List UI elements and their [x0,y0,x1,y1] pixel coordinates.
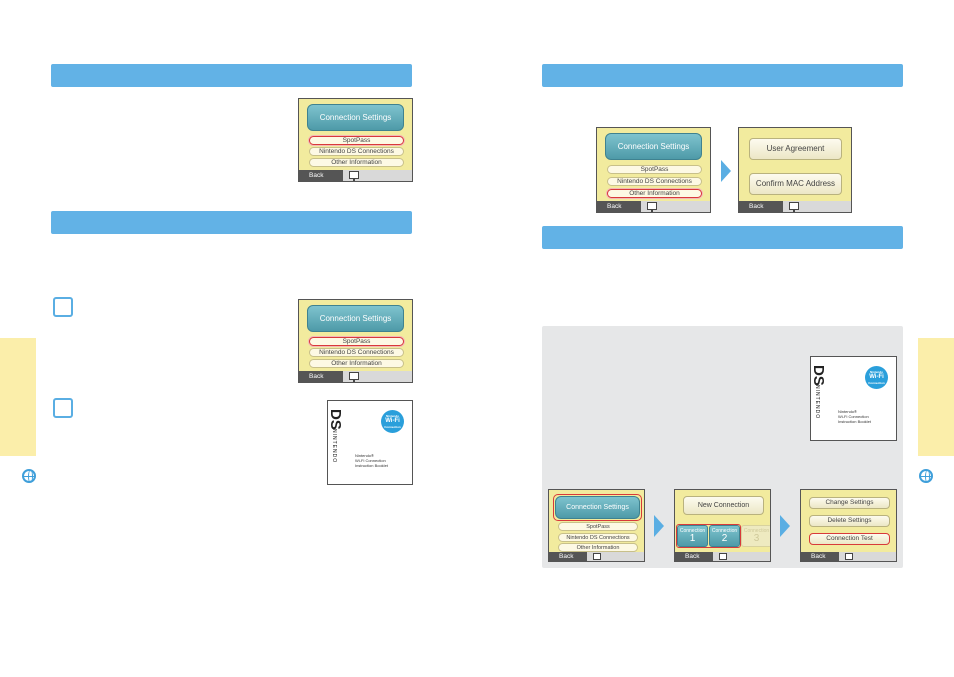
side-tab-left [0,338,36,456]
ds-screen-connection-settings-b: Connection Settings SpotPass Nintendo DS… [298,299,413,383]
screen-title: Connection Settings [555,496,640,519]
step-box-1 [53,297,73,317]
connection-test-button: Connection Test [809,533,890,545]
option-spotpass: SpotPass [309,337,404,346]
triangle-right-icon [721,160,731,182]
section-header-bar-3 [542,64,903,87]
ds-screen-connection-settings-c: Connection Settings SpotPass Nintendo DS… [596,127,711,213]
connection-2-button: Connection 2 [709,525,740,547]
device-icon [789,202,799,212]
selection-highlight [676,524,741,548]
wifi-logo: Nintendo Wi-Fi Connection [865,366,888,389]
ds-logo: DS [327,409,344,430]
back-label: Back [597,201,641,212]
globe-wrench-icon [22,469,36,483]
ds-screen-new-connection: New Connection Connection 1 Connection 2… [674,489,771,562]
ds-screen-other-information: User Agreement Confirm MAC Address Back [738,127,852,213]
new-connection-button: New Connection [683,496,764,515]
option-ds-connections: Nintendo DS Connections [309,147,404,156]
ds-screen-connection-settings-d: Connection Settings SpotPass Nintendo DS… [548,489,645,562]
option-ds-connections: Nintendo DS Connections [607,177,702,186]
option-ds-connections: Nintendo DS Connections [309,348,404,357]
back-label: Back [675,552,713,561]
nintendo-wordmark: NINTENDO [814,385,820,420]
connection-1-button: Connection 1 [677,525,708,547]
screen-title: Connection Settings [605,133,702,160]
nintendo-wordmark: NINTENDO [331,429,337,464]
booklet-text: Nintendo® Wi-Fi Connection Instruction B… [355,453,388,468]
instruction-booklet-cover-a: DS NINTENDO Nintendo Wi-Fi Connection Ni… [327,400,413,485]
instruction-booklet-cover-b: DS NINTENDO Nintendo Wi-Fi Connection Ni… [810,356,897,441]
section-header-bar-2 [51,211,412,234]
delete-settings-button: Delete Settings [809,515,890,527]
back-label: Back [299,170,343,181]
option-other-info: Other Information [607,189,702,198]
change-settings-button: Change Settings [809,497,890,509]
ds-logo: DS [810,365,827,386]
device-icon [349,372,359,382]
device-icon [647,202,657,212]
confirm-mac-button: Confirm MAC Address [749,173,842,195]
device-icon [719,553,727,560]
option-other-info: Other Information [309,359,404,368]
connection-3-button: Connection 3 [741,525,770,547]
option-other-info: Other Information [309,158,404,167]
back-label: Back [739,201,783,212]
side-tab-right [918,338,954,456]
option-other-info: Other Information [558,543,638,552]
device-icon [593,553,601,560]
ds-screen-connection-settings-a: Connection Settings SpotPass Nintendo DS… [298,98,413,182]
option-spotpass: SpotPass [558,522,638,531]
booklet-text: Nintendo® Wi-Fi Connection Instruction B… [838,409,871,424]
back-label: Back [549,552,587,561]
wifi-logo: Nintendo Wi-Fi Connection [381,410,404,433]
triangle-right-icon [654,515,664,537]
back-label: Back [299,371,343,382]
step-box-2 [53,398,73,418]
device-icon [349,171,359,181]
globe-wrench-icon [919,469,933,483]
selection-highlight [553,494,642,521]
user-agreement-button: User Agreement [749,138,842,160]
option-ds-connections: Nintendo DS Connections [558,533,638,542]
device-icon [845,553,853,560]
option-spotpass: SpotPass [607,165,702,174]
back-label: Back [801,552,839,561]
section-header-bar-1 [51,64,412,87]
screen-title: Connection Settings [307,104,404,131]
option-spotpass: SpotPass [309,136,404,145]
screen-title: Connection Settings [307,305,404,332]
section-header-bar-4 [542,226,903,249]
ds-screen-connection-menu: Change Settings Delete Settings Connecti… [800,489,897,562]
triangle-right-icon [780,515,790,537]
